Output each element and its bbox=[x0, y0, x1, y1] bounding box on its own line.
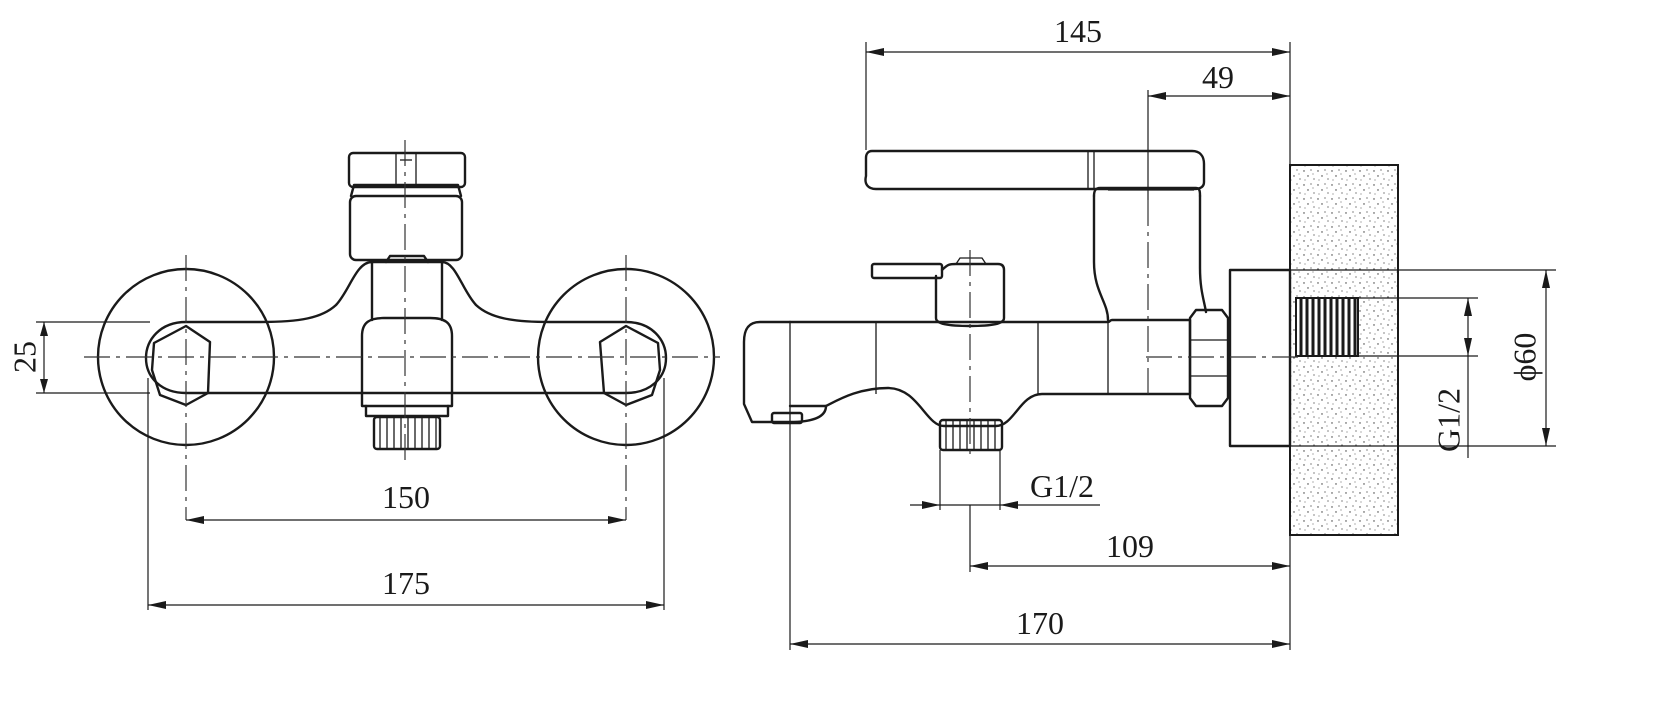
cartridge-collar bbox=[349, 183, 463, 198]
dim-150-label: 150 bbox=[382, 479, 430, 515]
side-hex-nut bbox=[1188, 308, 1230, 408]
dim-25-label: 25 bbox=[6, 341, 42, 373]
dim-145-label: 145 bbox=[1054, 13, 1102, 49]
outlet-thread bbox=[372, 415, 442, 451]
diverter-stem bbox=[370, 260, 444, 322]
cartridge-housing bbox=[348, 194, 464, 262]
front-view: 25 150 175 bbox=[6, 140, 720, 610]
aerator bbox=[770, 411, 804, 425]
side-lever bbox=[864, 149, 1206, 191]
lever-handle bbox=[347, 151, 467, 189]
side-outlet-thread bbox=[938, 418, 1004, 452]
cartridge-column-front bbox=[1092, 194, 1110, 322]
left-hex-nut bbox=[150, 324, 212, 407]
dim-109-label: 109 bbox=[1106, 528, 1154, 564]
side-view: 145 49 G1/2 109 170 G1/2 bbox=[742, 13, 1556, 650]
dim-170-label: 170 bbox=[1016, 605, 1064, 641]
side-wall-flange bbox=[1228, 268, 1292, 448]
dim-49-label: 49 bbox=[1202, 59, 1234, 95]
dim-g12-outlet-label: G1/2 bbox=[1030, 468, 1094, 504]
diverter-knob bbox=[870, 262, 944, 280]
dim-phi60-label: ϕ60 bbox=[1506, 333, 1542, 382]
dim-g12-inlet-label: G1/2 bbox=[1430, 388, 1466, 452]
dim-175-label: 175 bbox=[382, 565, 430, 601]
diverter-block bbox=[360, 316, 454, 408]
cartridge-column-back bbox=[1198, 194, 1208, 314]
mixer-body bbox=[144, 260, 668, 395]
side-body bbox=[788, 318, 1192, 428]
spout bbox=[742, 320, 828, 424]
diverter-cap bbox=[934, 262, 1006, 328]
